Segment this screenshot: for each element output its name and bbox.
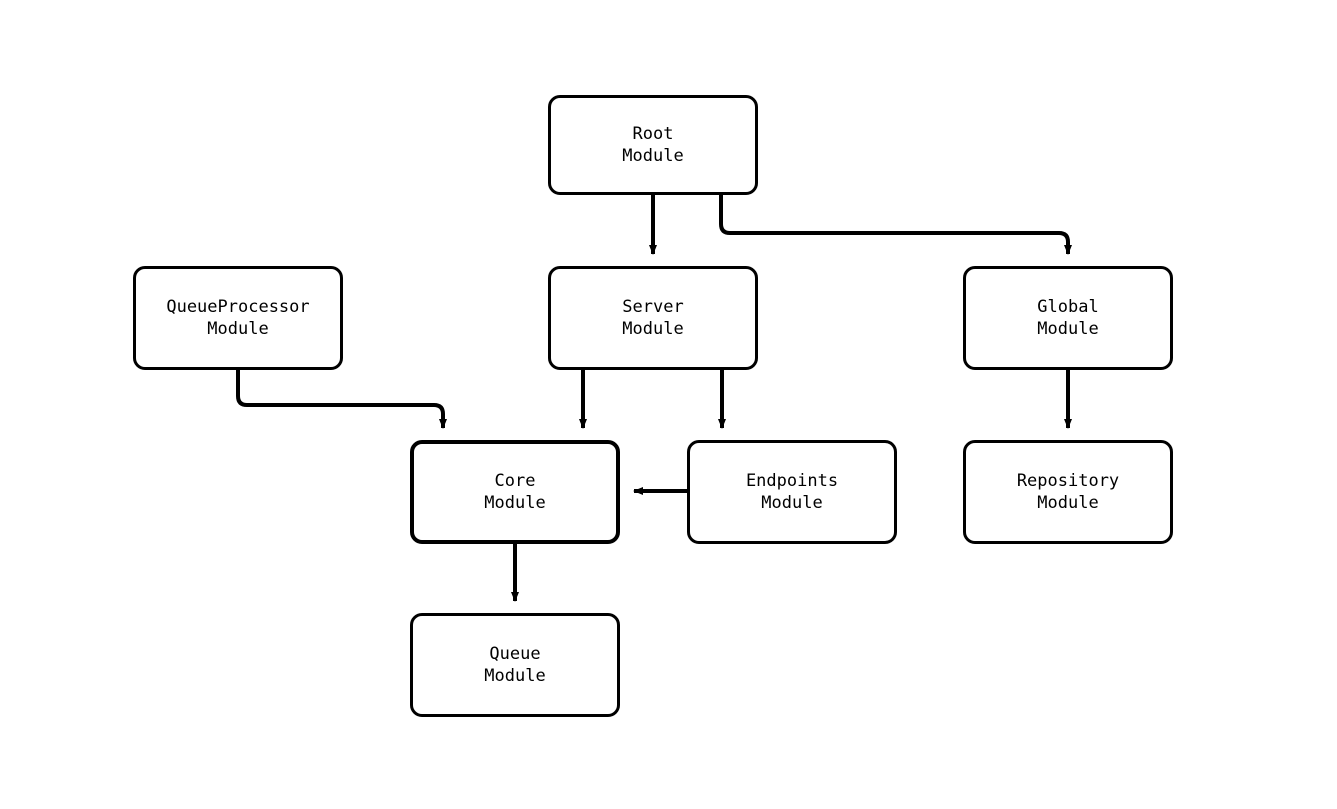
node-global-module[interactable]: Global Module (963, 266, 1173, 370)
node-endpoints-module-label: Endpoints Module (745, 471, 839, 513)
node-queueprocessor-module[interactable]: QueueProcessor Module (133, 266, 343, 370)
edge-queueprocessor-to-core (236, 370, 447, 429)
node-repository-module-label: Repository Module (1016, 471, 1120, 513)
node-core-module-label: Core Module (484, 471, 546, 513)
edge-root-to-global (719, 195, 1072, 255)
node-endpoints-module[interactable]: Endpoints Module (687, 440, 897, 544)
node-queue-module[interactable]: Queue Module (410, 613, 620, 717)
node-queue-module-label: Queue Module (484, 644, 546, 686)
node-repository-module[interactable]: Repository Module (963, 440, 1173, 544)
node-global-module-label: Global Module (1037, 297, 1099, 339)
node-core-module[interactable]: Core Module (410, 440, 620, 544)
node-server-module-label: Server Module (622, 297, 684, 339)
node-server-module[interactable]: Server Module (548, 266, 758, 370)
node-root-module-label: Root Module (622, 124, 684, 166)
node-root-module[interactable]: Root Module (548, 95, 758, 195)
node-queueprocessor-module-label: QueueProcessor Module (166, 297, 310, 339)
